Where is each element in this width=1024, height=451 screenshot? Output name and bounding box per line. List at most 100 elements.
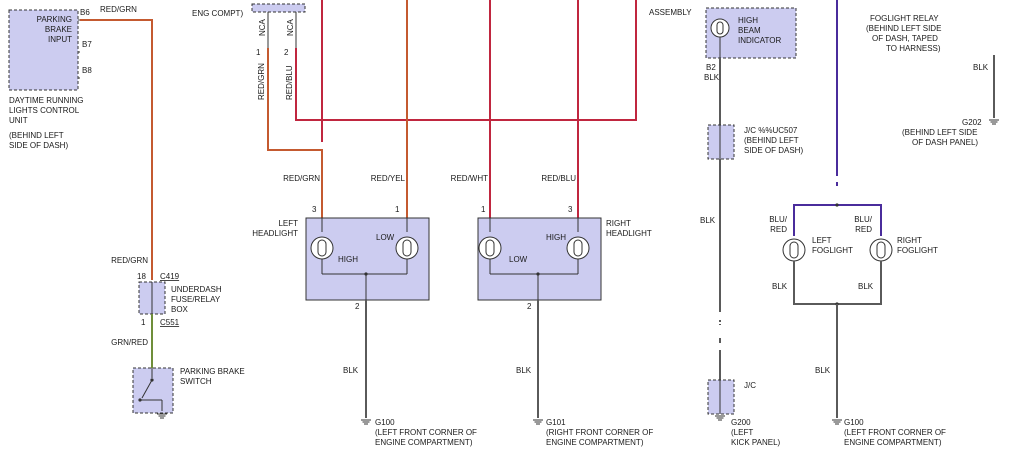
high-beam-box	[705, 7, 797, 59]
drl-pin-b8: B8	[82, 66, 92, 75]
jc-bottom-label: J/C	[744, 381, 756, 390]
rf-name-1: RIGHT	[897, 236, 922, 245]
fog-relay-loc-3: TO HARNESS)	[886, 44, 941, 53]
lf-name-1: LEFT	[812, 236, 832, 245]
rh-ground-loc-2: ENGINE COMPARTMENT)	[546, 438, 644, 447]
jc-bottom-ground: G200	[731, 418, 751, 427]
drl-pin-b6: B6	[80, 8, 90, 17]
nca-label-2: NCA	[286, 18, 295, 36]
jc-uc507-label: J/C %%UC507	[744, 126, 798, 135]
high-beam-wire: BLK	[704, 73, 720, 82]
jc-uc507-box	[707, 124, 735, 160]
fuse-connector-c551: C551	[160, 318, 180, 327]
drl-control-unit: B6 PARKING BRAKE INPUT B7 B8 DAYTIME RUN…	[8, 5, 137, 150]
high-beam-pin: B2	[706, 63, 716, 72]
fuse-connector-c419: C419	[160, 272, 180, 281]
drl-input-label-3: INPUT	[48, 35, 72, 44]
rh-wire-in-1: RED/WHT	[451, 174, 488, 183]
lf-wire-out: BLK	[772, 282, 788, 291]
drl-name-2: LIGHTS CONTROL	[9, 106, 80, 115]
fuse-wire-out-label: GRN/RED	[111, 338, 148, 347]
lh-ground: G100	[375, 418, 395, 427]
parking-brake-switch: PARKING BRAKE SWITCH	[132, 367, 245, 419]
rh-pin-1: 1	[481, 205, 486, 214]
rf-wire-in-1: BLU/	[854, 215, 873, 224]
fog-ground-loc-1: (LEFT FRONT CORNER OF	[844, 428, 946, 437]
fog-relay-name: FOGLIGHT RELAY	[870, 14, 939, 23]
wire-red-grn-drl	[80, 19, 153, 280]
jc-bottom-box	[707, 379, 735, 415]
drl-unit-box	[8, 9, 79, 91]
fuse-wire-in-label: RED/GRN	[111, 256, 148, 265]
lh-wire-out: BLK	[343, 366, 359, 375]
rh-ground-loc-1: (RIGHT FRONT CORNER OF	[546, 428, 653, 437]
rh-wire-in-2: RED/BLU	[541, 174, 576, 183]
jc-uc507-loc-1: (BEHIND LEFT	[744, 136, 799, 145]
lh-ground-loc-2: ENGINE COMPARTMENT)	[375, 438, 473, 447]
lf-name-2: FOGLIGHT	[812, 246, 853, 255]
lh-high-label: HIGH	[338, 255, 358, 264]
fog-ground-id: G100	[844, 418, 864, 427]
lh-ground-loc-1: (LEFT FRONT CORNER OF	[375, 428, 477, 437]
right-headlight: RED/WHT RED/BLU 1 3 RIGHT HEADLIGHT LOW …	[451, 174, 654, 447]
assembly-label: ASSEMBLY	[649, 8, 692, 17]
junction-uc507: J/C %%UC507 (BEHIND LEFT SIDE OF DASH) B…	[700, 124, 803, 225]
fog-relay-loc-2: OF DASH, TAPED	[872, 34, 938, 43]
right-foglight: BLU/ RED RIGHT FOGLIGHT BLK	[854, 215, 938, 291]
high-beam-name-1: HIGH	[738, 16, 758, 25]
junction-bottom: J/C G200 (LEFT KICK PANEL)	[707, 379, 781, 447]
high-beam-name-2: BEAM	[738, 26, 761, 35]
jc-bottom-loc-1: (LEFT	[731, 428, 753, 437]
fuse-pin-1: 1	[141, 318, 146, 327]
nca-wire-2: RED/BLU	[285, 65, 294, 100]
nca-pin-2: 2	[284, 48, 289, 57]
jc-bottom-loc-2: KICK PANEL)	[731, 438, 781, 447]
fog-ground-wire: BLK	[815, 366, 831, 375]
rh-name-2: HEADLIGHT	[606, 229, 652, 238]
lf-wire-in-1: BLU/	[769, 215, 788, 224]
brake-switch-name-1: PARKING BRAKE	[180, 367, 245, 376]
rh-wire-out: BLK	[516, 366, 532, 375]
fog-relay-wire: BLK	[973, 63, 989, 72]
nca-pin-1: 1	[256, 48, 261, 57]
rh-low-label: LOW	[509, 255, 528, 264]
underdash-fuse-box: RED/GRN 18 C419 UNDERDASH FUSE/RELAY BOX…	[111, 256, 222, 347]
lh-wire-in-1: RED/GRN	[283, 174, 320, 183]
high-beam-name-3: INDICATOR	[738, 36, 781, 45]
lh-name-1: LEFT	[278, 219, 298, 228]
nca-connector: NCA NCA 1 2 RED/GRN RED/BLU	[251, 3, 306, 100]
drl-location-1: (BEHIND LEFT	[9, 131, 64, 140]
left-headlight: RED/GRN RED/YEL 3 1 LEFT HEADLIGHT HIGH …	[252, 174, 477, 447]
rh-ground: G101	[546, 418, 566, 427]
nca-wire-1: RED/GRN	[257, 63, 266, 100]
rf-wire-out: BLK	[858, 282, 874, 291]
lh-pin-3: 3	[312, 205, 317, 214]
brake-switch-box	[132, 367, 174, 414]
rh-pin-3: 3	[568, 205, 573, 214]
wire-red-blu-bus	[295, 0, 637, 121]
fog-relay-ground: G202	[962, 118, 982, 127]
fuse-name-3: BOX	[171, 305, 189, 314]
lh-wire-in-2: RED/YEL	[371, 174, 406, 183]
right-headlight-box	[477, 217, 602, 301]
high-beam-indicator: HIGH BEAM INDICATOR B2 BLK	[704, 7, 797, 82]
brake-switch-name-2: SWITCH	[180, 377, 212, 386]
jc-uc507-wire: BLK	[700, 216, 716, 225]
lh-name-2: HEADLIGHT	[252, 229, 298, 238]
drl-input-label-2: BRAKE	[45, 25, 72, 34]
lh-pin-2: 2	[355, 302, 360, 311]
rf-wire-in-2: RED	[855, 225, 872, 234]
rf-name-2: FOGLIGHT	[897, 246, 938, 255]
lh-low-label: LOW	[376, 233, 395, 242]
rh-high-label: HIGH	[546, 233, 566, 242]
eng-compt-label: ENG COMPT)	[192, 9, 243, 18]
jc-uc507-loc-2: SIDE OF DASH)	[744, 146, 803, 155]
fog-relay-ground-loc-1: (BEHIND LEFT SIDE	[902, 128, 977, 137]
drl-location-2: SIDE OF DASH)	[9, 141, 68, 150]
drl-name-3: UNIT	[9, 116, 28, 125]
fog-ground: BLK G100 (LEFT FRONT CORNER OF ENGINE CO…	[815, 366, 946, 447]
lf-wire-in-2: RED	[770, 225, 787, 234]
nca-label-1: NCA	[258, 18, 267, 36]
lh-pin-1: 1	[395, 205, 400, 214]
